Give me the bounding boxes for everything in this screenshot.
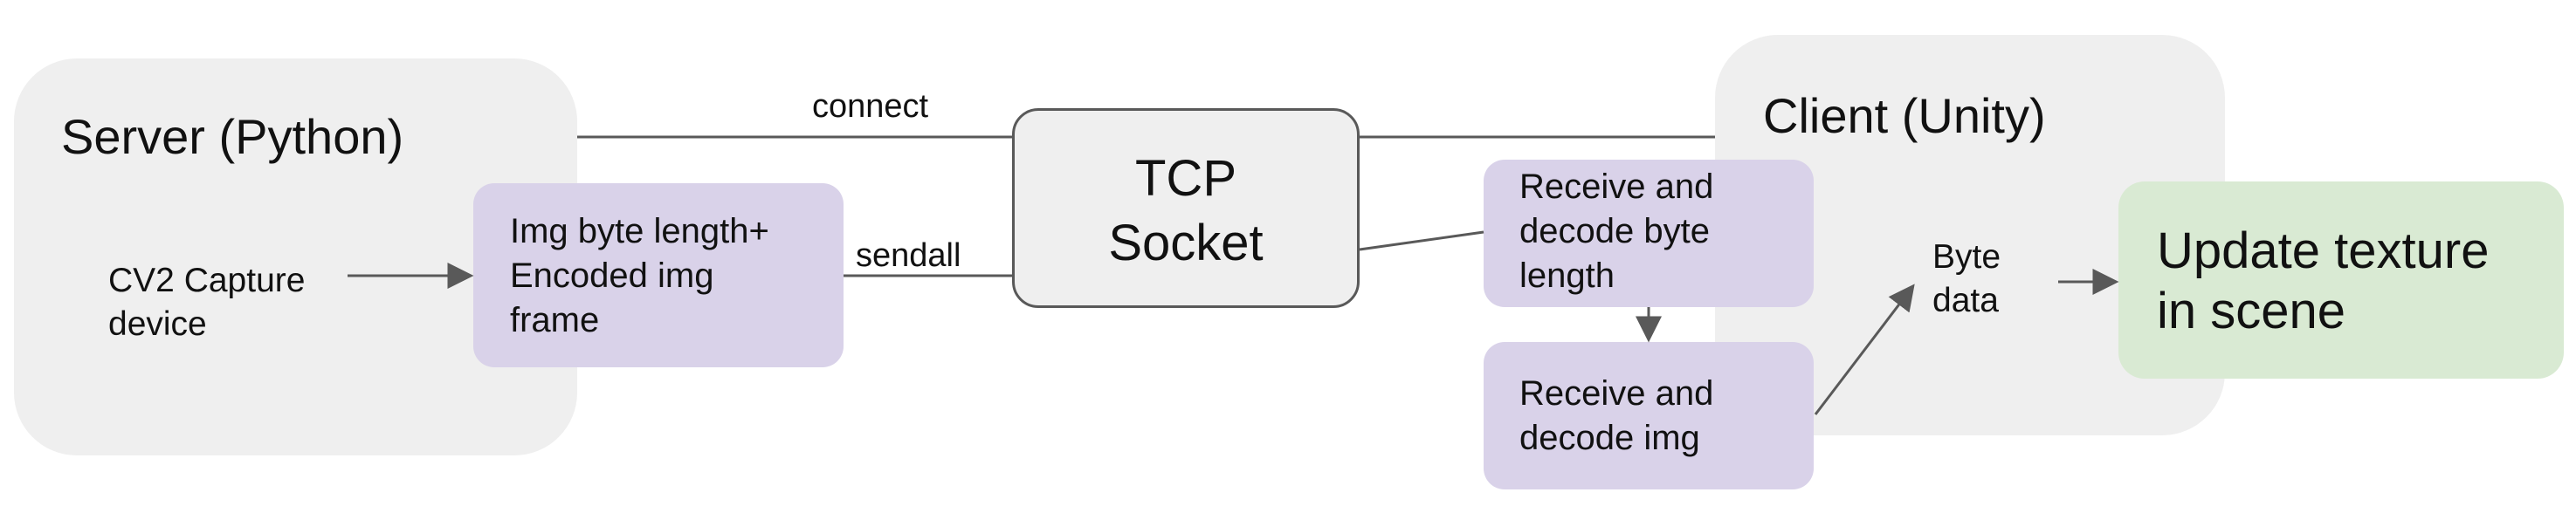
byte-data-label: Byte data bbox=[1932, 238, 2001, 319]
tcp-socket-box bbox=[1012, 108, 1360, 308]
receive-image-box bbox=[1484, 342, 1814, 489]
payload-label: Img byte length+ Encoded img frame bbox=[510, 212, 769, 339]
receive-byte-length-box bbox=[1484, 160, 1814, 307]
encoded-frame-payload-box bbox=[473, 183, 844, 367]
client-title: Client (Unity) bbox=[1763, 88, 2046, 143]
receive-image-label: Receive and decode img bbox=[1519, 374, 1714, 457]
server-title: Server (Python) bbox=[61, 109, 404, 164]
receive-length-label: Receive and decode byte length bbox=[1519, 168, 1714, 295]
capture-device-label: CV2 Capture device bbox=[108, 262, 306, 343]
socket-to-receive-length-line bbox=[1359, 230, 1484, 251]
tcp-socket-label: TCP Socket bbox=[1108, 150, 1264, 271]
update-texture-label: Update texture in scene bbox=[2157, 222, 2490, 339]
connect-label: connect bbox=[812, 88, 929, 125]
sendall-label: sendall bbox=[856, 237, 961, 274]
image-to-byte-data-arrow bbox=[1814, 284, 1915, 415]
update-texture-box bbox=[2118, 181, 2564, 379]
